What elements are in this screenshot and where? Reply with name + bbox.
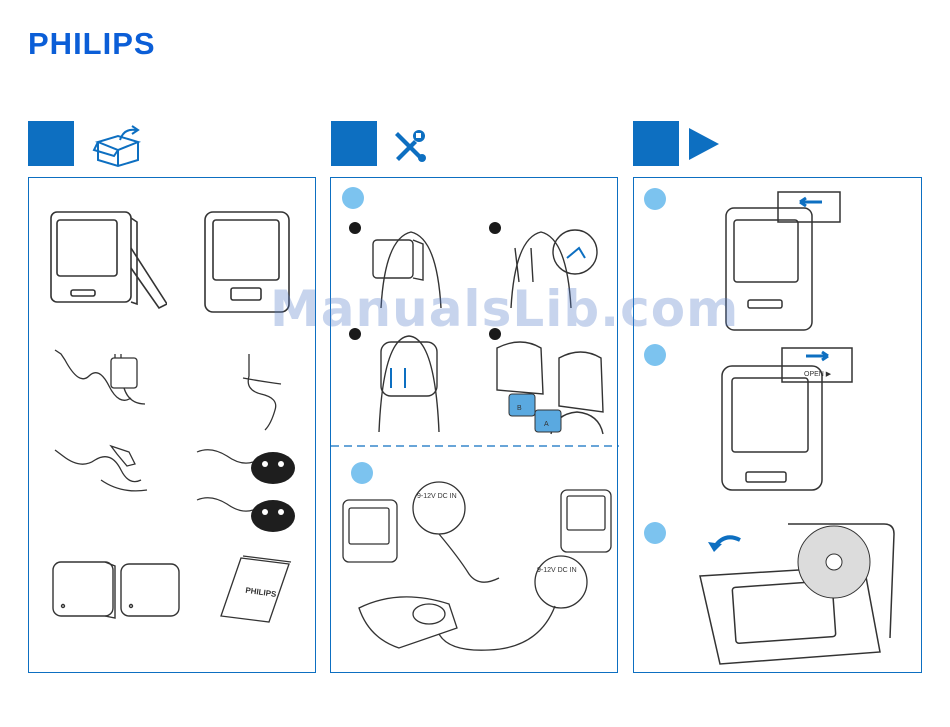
panel-play: OPEN ▶: [633, 177, 922, 673]
dc-in-label-1: 9-12V DC IN: [417, 493, 457, 500]
headrest-step-4-illustration: B A: [481, 334, 611, 438]
disc-insert-illustration: [694, 518, 920, 668]
step-a-badge: [342, 187, 364, 209]
substep-1-dot: [349, 222, 361, 234]
manual-cover-text: PHILIPS: [245, 586, 278, 599]
step-1-square: [28, 121, 74, 166]
strap-b-label: B: [517, 405, 522, 412]
av-cable-illustration: [235, 350, 295, 434]
step-a-badge-play: [644, 188, 666, 210]
open-switch-illustration: OPEN ▶: [718, 344, 854, 502]
strap-a-label: A: [544, 421, 549, 428]
panel-installation: B A 9-12V DC IN 9-12V DC IN: [330, 177, 618, 673]
open-switch-label: OPEN ▶: [804, 371, 832, 378]
watermark-text: ManualsLib.com: [270, 280, 739, 338]
power-switch-illustration: [722, 190, 844, 334]
philips-logo: PHILIPS: [28, 26, 156, 62]
gamepads-illustration: [191, 440, 303, 536]
main-player-illustration: [47, 208, 167, 328]
play-icon: [687, 126, 721, 162]
panel-box-contents: PHILIPS: [28, 177, 316, 673]
step-3-square: [633, 121, 679, 166]
mounting-cases-illustration: [49, 556, 185, 622]
dc-in-label-2: 9-12V DC IN: [537, 567, 577, 574]
user-manual-illustration: PHILIPS: [215, 554, 295, 626]
tools-icon: [392, 128, 428, 164]
ac-adapter-illustration: [49, 346, 159, 414]
dashed-divider: [331, 444, 619, 448]
car-connection-illustration: 9-12V DC IN 9-12V DC IN: [339, 478, 617, 672]
open-box-icon: [92, 124, 144, 168]
step-c-badge-play: [644, 522, 666, 544]
step-2-square: [331, 121, 377, 166]
headrest-step-3-illustration: [365, 328, 455, 438]
step-b-badge-play: [644, 344, 666, 366]
car-adapter-illustration: [51, 440, 159, 500]
substep-2-dot: [489, 222, 501, 234]
